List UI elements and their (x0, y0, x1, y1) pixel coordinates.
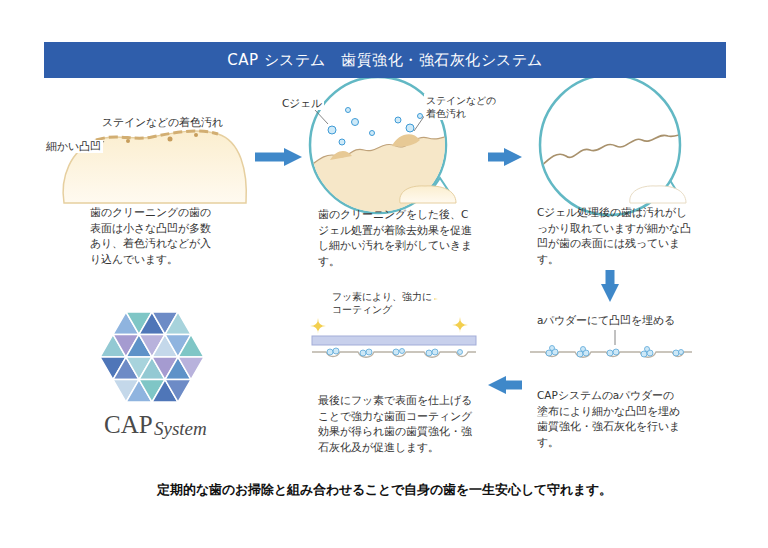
coated-surface (310, 291, 476, 357)
logo-text: CAP (102, 410, 155, 440)
step-description: 歯のクリーニングをした後、Cジェル処置が着除去効果を促進し細かい汚れを剥がしてい… (318, 207, 478, 269)
step-description: CAPシステムのaパウダーの塗布により細かな凸凹を埋め歯質強化・強石灰化を行いま… (537, 388, 685, 450)
logo-hexagon (100, 312, 204, 402)
magnified-view (535, 75, 690, 215)
callout-label: ステインなどの着色汚れ (424, 94, 502, 120)
step-panel: Cジェル処理後の歯は汚れがしっかり取れていますが細かな凸凹が歯の表面には残ってい… (525, 92, 695, 267)
step-description: 歯のクリーニングの歯の表面は小さな凸凹が多数あり、着色汚れなどが入り込んでいます… (90, 205, 218, 267)
flow-arrow (255, 153, 284, 162)
flow-arrow (506, 381, 522, 390)
callout-label: Cジェル (280, 97, 324, 110)
step-description: 最後にフッ素で表面を仕上げることで強力な歯面コーティング効果が得られ歯の歯質強化… (318, 393, 480, 455)
logo-facet (178, 357, 204, 380)
callout-label: aパウダーにて凸凹を埋める (535, 314, 677, 327)
flow-arrow (488, 153, 504, 162)
flow-arrow (606, 270, 615, 284)
step-description: Cジェル処理後の歯は汚れがしっかり取れていますが細かな凸凹が歯の表面には残ってい… (537, 205, 693, 267)
callout-label: フッ素により、強力にコーティング (330, 290, 434, 316)
enamel-surface (530, 330, 692, 357)
callout-label: ステインなどの着色汚れ (100, 116, 225, 129)
caption: 定期的な歯のお掃除と組み合わせることで自身の歯を一生安心して守れます。 (20, 481, 748, 499)
logo-facet (165, 312, 191, 335)
callout-label: 細かい凸凹 (44, 140, 103, 153)
title-band: CAP システム 歯質強化・強石灰化システム (44, 42, 726, 78)
logo-facet (165, 380, 191, 403)
title: CAP システム 歯質強化・強石灰化システム (227, 51, 543, 70)
logo-facet (178, 334, 204, 357)
logo-text: System (152, 417, 209, 441)
